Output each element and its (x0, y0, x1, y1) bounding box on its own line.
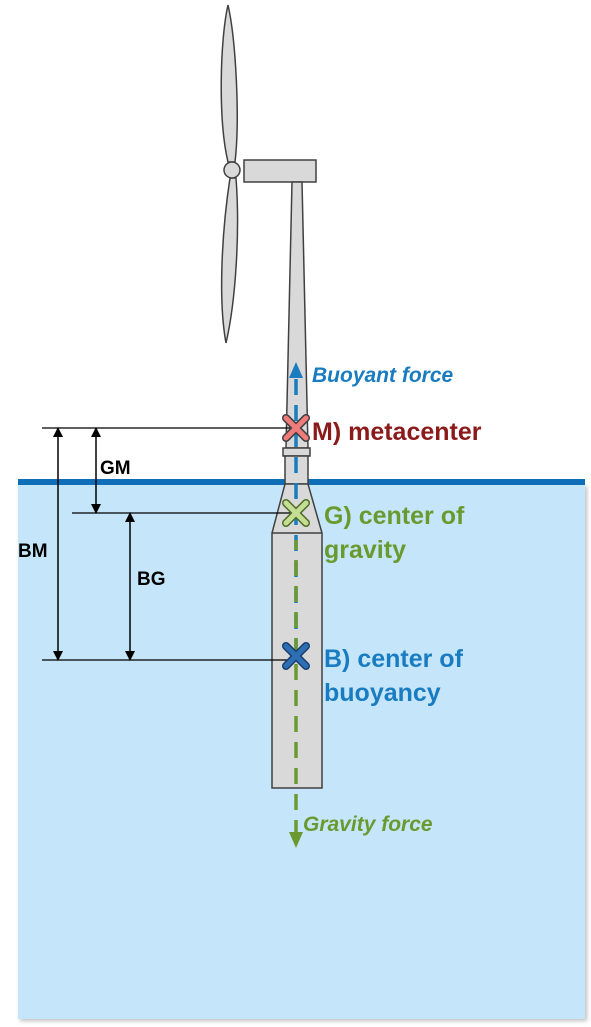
reference-lines (42, 427, 296, 661)
bm-label: BM (18, 541, 48, 562)
gravity-force-arrowhead (289, 832, 303, 848)
bg-label: BG (137, 569, 166, 590)
nacelle (243, 159, 317, 183)
rotor-hub (223, 161, 241, 179)
upper-blade (220, 4, 238, 163)
metacenter-label: M) metacenter (312, 418, 482, 446)
center-of-buoyancy-label-line1: B) center of (324, 645, 464, 673)
center-of-gravity-marker (282, 499, 310, 527)
turbine-blades (220, 4, 239, 344)
center-of-gravity-label-line2: gravity (324, 536, 406, 564)
metacenter-marker (282, 414, 310, 442)
gm-label: GM (100, 458, 131, 479)
transition-piece (282, 447, 311, 457)
gravity-force-label: Gravity force (303, 813, 433, 836)
buoyant-force-label: Buoyant force (312, 364, 454, 387)
center-of-gravity-label-line1: G) center of (324, 502, 465, 530)
center-of-buoyancy-marker (282, 642, 310, 670)
buoyant-force-arrowhead (289, 362, 303, 378)
center-of-buoyancy-label-line2: buoyancy (324, 679, 441, 707)
lower-blade (220, 177, 239, 344)
dimension-arrows (53, 427, 135, 661)
